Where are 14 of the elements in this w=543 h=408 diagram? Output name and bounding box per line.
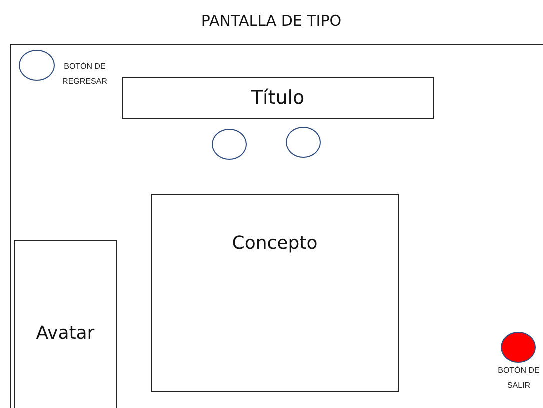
button-label: BOTÓN DE SALIR (497, 365, 541, 392)
screen-frame (10, 44, 543, 408)
circle-button (19, 50, 55, 81)
circle-button (501, 332, 536, 363)
screen-title: PANTALLA DE TIPO (200, 12, 343, 30)
box-label: Concepto (232, 233, 318, 255)
circle-button (212, 129, 247, 160)
box-label: Título (251, 86, 305, 110)
content-box (14, 240, 117, 408)
content-box (151, 194, 399, 392)
box-label: Avatar (36, 323, 95, 345)
button-label: BOTÓN DE REGRESAR (62, 61, 108, 88)
circle-button (286, 127, 321, 158)
content-box (122, 77, 434, 119)
